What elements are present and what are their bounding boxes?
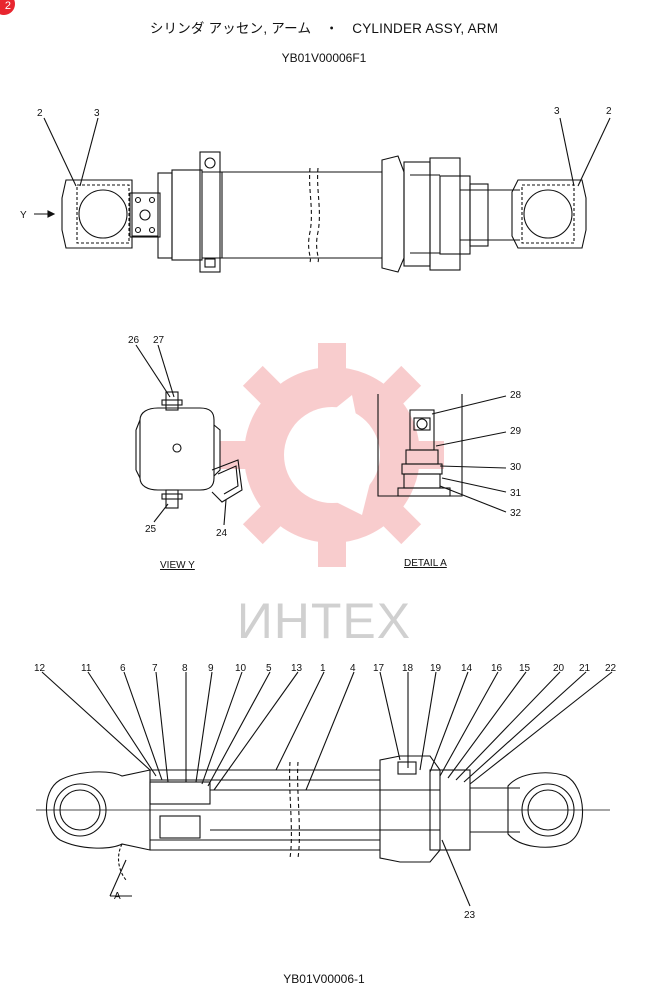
section-a-marker: A — [114, 891, 121, 902]
callout-17: 17 — [373, 663, 385, 674]
callout-28: 28 — [510, 390, 522, 401]
detail-a-label: DETAIL A — [404, 558, 447, 569]
watermark-gear-logo — [220, 343, 444, 567]
cylinder-exterior-view — [34, 117, 611, 273]
cylinder-section-view — [36, 671, 613, 907]
callout-30: 30 — [510, 462, 522, 473]
callout-22: 22 — [605, 663, 617, 674]
callout-24: 24 — [216, 528, 228, 539]
drawing-code: YB01V00006F1 — [281, 51, 367, 65]
callout-9: 9 — [208, 663, 214, 674]
view-y-arrow-label: Y — [20, 210, 27, 221]
callout-20: 20 — [553, 663, 565, 674]
view-y-label: VIEW Y — [160, 560, 195, 571]
callout-15: 15 — [519, 663, 531, 674]
callout-21: 21 — [579, 663, 591, 674]
callout-3-right: 3 — [554, 106, 560, 117]
callout-29: 29 — [510, 426, 522, 437]
callout-2-right: 2 — [606, 106, 612, 117]
drawing-title: シリンダ アッセン, アーム ・ CYLINDER ASSY, ARM — [149, 21, 499, 36]
callout-12: 12 — [34, 663, 46, 674]
callout-16: 16 — [491, 663, 503, 674]
callout-1: 1 — [320, 663, 326, 674]
callout-27: 27 — [153, 335, 165, 346]
callout-26: 26 — [128, 335, 140, 346]
callout-31: 31 — [510, 488, 522, 499]
callout-6: 6 — [120, 663, 126, 674]
callout-14: 14 — [461, 663, 473, 674]
callout-8: 8 — [182, 663, 188, 674]
callout-4: 4 — [350, 663, 356, 674]
callout-7: 7 — [152, 663, 158, 674]
callout-19: 19 — [430, 663, 442, 674]
callout-10: 10 — [235, 663, 247, 674]
callout-18: 18 — [402, 663, 414, 674]
page-number-badge: 2 — [0, 0, 15, 15]
view-y-drawing — [135, 344, 243, 526]
callout-13: 13 — [291, 663, 303, 674]
callout-3-left: 3 — [94, 108, 100, 119]
callout-23: 23 — [464, 910, 476, 921]
callout-25: 25 — [145, 524, 157, 535]
callout-5: 5 — [266, 663, 272, 674]
watermark-text: ИНТЕХ — [236, 593, 412, 649]
detail-a-drawing — [377, 394, 507, 513]
figure-code: YB01V00006-1 — [283, 972, 365, 986]
callout-11: 11 — [81, 663, 92, 674]
callout-32: 32 — [510, 508, 522, 519]
callout-2-left: 2 — [37, 108, 43, 119]
